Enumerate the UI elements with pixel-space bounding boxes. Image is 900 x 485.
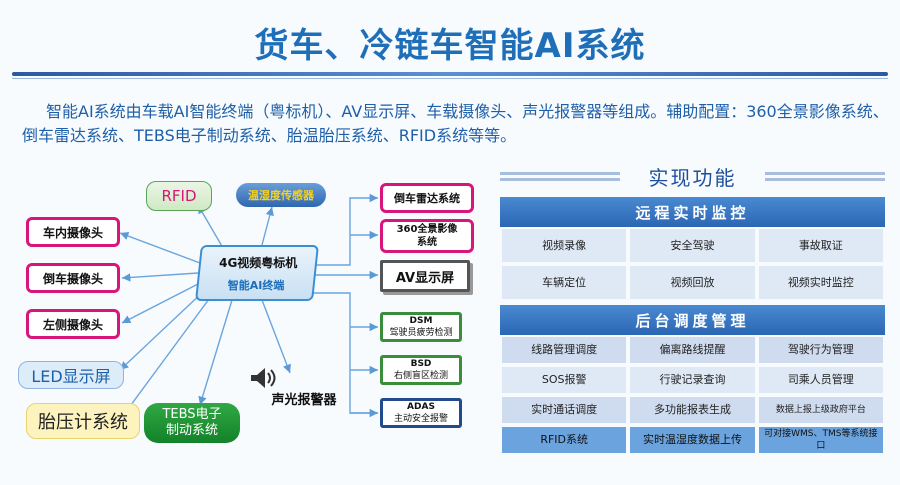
link-radar (315, 193, 378, 266)
tebs-node: TEBS电子 制动系统 (144, 403, 240, 443)
function-cell: SOS报警 (500, 365, 629, 395)
page-title: 货车、冷链车智能AI系统 (254, 26, 646, 66)
function-cell: 实时温湿度数据上传 (628, 425, 757, 455)
hub-line1: 4G视频粤标机 (219, 255, 298, 270)
remote-monitor-grid: 视频录像 安全驾驶 事故取证 车辆定位 视频回放 视频实时监控 (500, 227, 885, 301)
panel-rule-left (500, 172, 620, 175)
link-tpms (124, 294, 213, 414)
function-cell: 驾驶行为管理 (756, 335, 885, 365)
tebs-line2: 制动系统 (165, 423, 218, 438)
backend-dispatch-grid: 线路管理调度 偏离路线提醒 驾驶行为管理 SOS报警 行驶记录查询 司乘人员管理… (500, 335, 885, 455)
link-cam-left (121, 282, 201, 324)
function-cell: RFID系统 (500, 425, 629, 455)
rfid-node: RFID (146, 181, 212, 211)
function-cell: 视频录像 (500, 227, 629, 264)
cam-left-node: 左侧摄像头 (26, 309, 120, 339)
cam-reverse-node: 倒车摄像头 (26, 263, 120, 293)
title-divider-thin (12, 78, 888, 79)
function-cell: 车辆定位 (500, 264, 629, 301)
bsd-title: BSD (410, 359, 432, 369)
function-cell: 视频回放 (628, 264, 757, 301)
alarm-node: 声光报警器 (271, 392, 337, 408)
link-tebs (198, 299, 233, 406)
bsd-node: BSD 右侧盲区检测 (380, 355, 462, 385)
pano-line2: 系统 (417, 237, 437, 248)
intro-paragraph: 智能AI系统由车载AI智能终端（粤标机）、AV显示屏、车载摄像头、声光报警器等组… (22, 102, 889, 145)
led-node: LED显示屏 (18, 361, 124, 389)
function-cell: 多功能报表生成 (628, 395, 757, 425)
link-led (119, 289, 206, 371)
tebs-line1: TEBS电子 (162, 407, 222, 422)
function-cell: 偏离路线提醒 (628, 335, 757, 365)
function-cell: 线路管理调度 (500, 335, 629, 365)
function-cell: 可对接WMS、TMS等系统接口 (756, 425, 885, 455)
cam-inside-node: 车内摄像头 (26, 217, 120, 247)
system-diagram: RFID 温湿度传感器 车内摄像头 倒车摄像头 左侧摄像头 LED显示屏 胎压计… (0, 165, 490, 485)
function-cell: 视频实时监控 (756, 264, 885, 301)
remote-monitor-heading: 远程实时监控 (500, 197, 885, 227)
title-divider (12, 72, 888, 76)
function-cell: 行驶记录查询 (628, 365, 757, 395)
adas-node: ADAS 主动安全报警 (380, 398, 462, 428)
adas-title: ADAS (407, 402, 435, 412)
backend-dispatch-heading: 后台调度管理 (500, 305, 885, 335)
diagram-links (119, 193, 378, 418)
panel-rule-right (765, 172, 885, 175)
function-cell: 安全驾驶 (628, 227, 757, 264)
dsm-sub: 驾驶员疲劳检测 (389, 328, 453, 338)
pano-node: 360全景影像 系统 (380, 219, 474, 253)
adas-sub: 主动安全报警 (393, 414, 448, 424)
pano-line1: 360全景影像 (396, 224, 458, 235)
function-cell: 实时通话调度 (500, 395, 629, 425)
hub-line2: 智能AI终端 (227, 278, 285, 292)
temp-sensor-node: 温湿度传感器 (236, 183, 326, 207)
function-cell: 数据上报上级政府平台 (756, 395, 885, 425)
functions-title: 实现功能 (648, 166, 737, 190)
tpms-node: 胎压计系统 (26, 403, 140, 439)
radar-node: 倒车雷达系统 (380, 183, 474, 213)
dsm-node: DSM 驾驶员疲劳检测 (380, 312, 462, 342)
dsm-title: DSM (409, 316, 433, 326)
function-cell: 事故取证 (756, 227, 885, 264)
hub-terminal-node: 4G视频粤标机 智能AI终端 (195, 245, 319, 301)
link-cam-reverse (121, 272, 199, 282)
bsd-sub: 右侧盲区检测 (393, 371, 448, 381)
panel-rule-right2 (765, 178, 885, 181)
av-display-node: AV显示屏 (380, 260, 470, 292)
function-cell: 司乘人员管理 (756, 365, 885, 395)
link-cam-inside (119, 232, 201, 264)
alarm-speaker-icon (251, 368, 276, 388)
panel-rule-left2 (500, 178, 620, 181)
link-alarm (261, 299, 291, 374)
link-temp (261, 206, 274, 246)
